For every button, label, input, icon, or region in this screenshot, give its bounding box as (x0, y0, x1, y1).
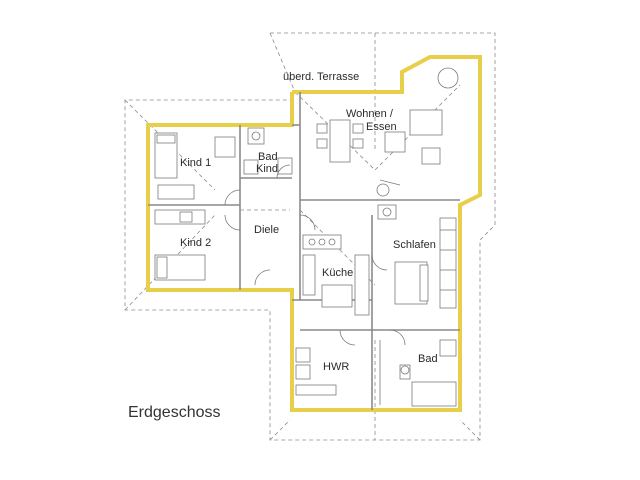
bed-kind1 (154, 132, 236, 200)
label-hwr: HWR (323, 361, 349, 373)
label-kind1: Kind 1 (180, 157, 211, 169)
sofa (384, 109, 443, 165)
kitchen-fixtures (302, 234, 370, 316)
bed-schlafen (377, 204, 457, 309)
door-swings (224, 164, 406, 346)
label-living-1: Wohnen / (346, 108, 394, 120)
label-bad-kind-1: Bad (258, 151, 278, 163)
exterior-walls (146, 55, 482, 412)
label-schlafen: Schlafen (393, 239, 436, 251)
label-terrace: überd. Terrasse (283, 71, 359, 83)
armchair (376, 67, 459, 197)
hwr-fixtures (295, 347, 337, 396)
label-kind2: Kind 2 (180, 237, 211, 249)
label-bad: Bad (418, 353, 438, 365)
bath-kind-fixtures (243, 127, 293, 175)
label-living-2: Essen (366, 121, 397, 133)
plan-title: Erdgeschoss (128, 404, 221, 421)
dining-table (316, 119, 364, 163)
bath-fixtures (379, 339, 457, 407)
label-bad-kind-2: Kind (256, 163, 278, 175)
label-kueche: Küche (322, 267, 353, 279)
bed-kind2 (154, 209, 206, 281)
label-diele: Diele (254, 224, 279, 236)
